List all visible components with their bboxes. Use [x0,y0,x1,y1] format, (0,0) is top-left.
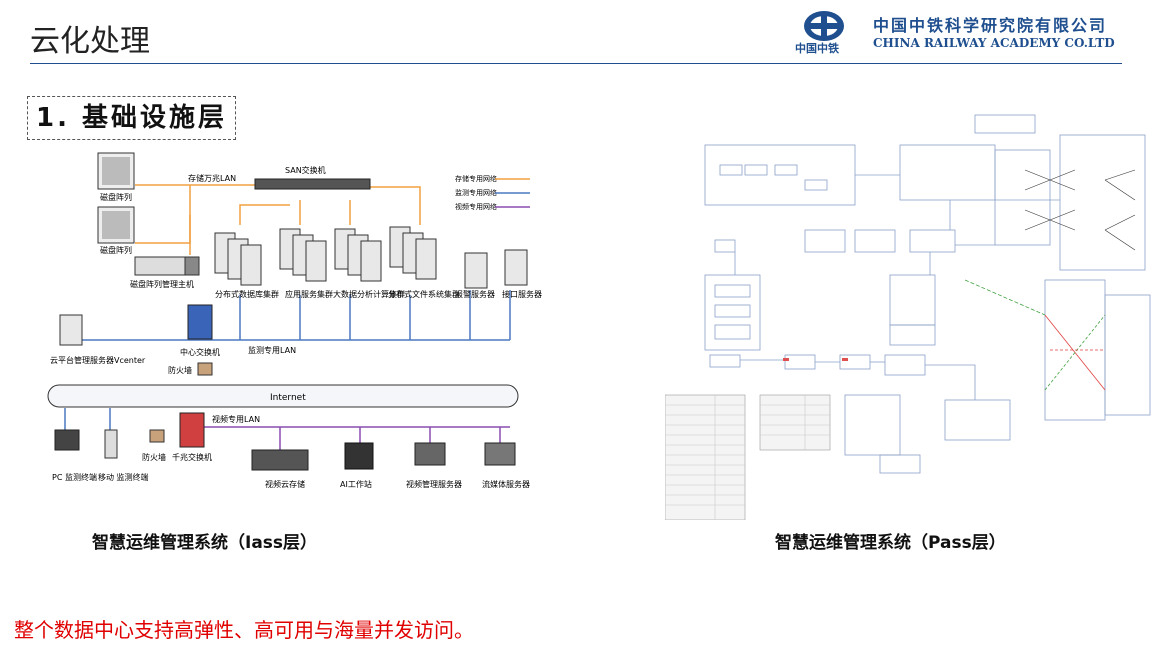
monitor-lan-label: 监测专用LAN [248,345,296,355]
device-label: AI工作站 [340,479,372,489]
terminal-label: PC 监测终端 [52,472,97,482]
company-name-cn: 中国中铁科学研究院有限公司 [873,16,1108,35]
core-switch-icon [187,304,213,340]
gig-switch-label: 千兆交换机 [172,452,212,462]
pc-icon [54,429,80,451]
footer-note: 整个数据中心支持高弹性、高可用与海量并发访问。 [14,618,474,642]
device-label: 视频云存储 [265,479,305,489]
paas-caption: 智慧运维管理系统（Pass层） [775,533,1006,553]
legend-item: 视频专用网络 [455,202,497,211]
disk-array-label: 磁盘阵列 [100,192,132,202]
cluster-label: 应用服务集群 [285,289,333,299]
company-name-en: CHINA RAILWAY ACADEMY CO.LTD [873,36,1115,50]
video-server-icon [414,442,446,466]
internet-bus [47,384,519,408]
firewall-icon [197,362,213,376]
legend-item: 监测专用网络 [455,188,497,197]
ai-workstation-icon [344,442,374,470]
page-title: 云化处理 [30,24,150,59]
gigabit-switch-icon [179,412,205,448]
server-cluster-icon [214,226,528,289]
storage-lan-label: 存储万兆LAN [188,173,236,183]
video-lan-label: 视频专用LAN [212,414,260,424]
cluster-label: 分布式数据库集群 [215,289,279,299]
server-label: 接口服务器 [502,289,542,299]
core-switch-label: 中心交换机 [180,347,220,357]
server-label: 报警服务器 [455,289,495,299]
device-label: 流媒体服务器 [482,479,530,489]
firewall-icon [149,429,165,443]
cluster-label: 分布式文件系统集群 [388,289,460,299]
header-divider [30,63,1122,64]
san-switch-icon [254,178,371,190]
terminal-label: 移动 监测终端 [98,472,149,482]
firewall-label: 防火墙 [142,452,166,462]
mobile-icon [104,429,118,459]
company-logo [804,11,844,41]
device-label: 视频管理服务器 [406,479,462,489]
section-heading: 1. 基础设施层 [27,96,237,140]
iaas-caption: 智慧运维管理系统（Iass层） [92,533,318,553]
cloud-server-label: 云平台管理服务器Vcenter [50,355,146,365]
paas-architecture-diagram [665,114,1151,520]
logo-text: 中国中铁 [795,42,839,55]
server-icon [134,256,186,276]
server-icon [59,314,83,346]
video-storage-icon [251,449,309,471]
cluster-label: 大数据分析计算集群 [333,289,405,299]
stream-server-icon [484,442,516,466]
san-label: SAN交换机 [285,165,326,175]
disk-host-label: 磁盘阵列管理主机 [130,279,194,289]
firewall-label: 防火墙 [168,365,192,375]
disk-array-label: 磁盘阵列 [100,245,132,255]
internet-label: Internet [270,393,306,403]
legend-item: 存储专用网络 [455,174,497,183]
disk-array-icon [97,152,135,244]
iaas-network-diagram: 磁盘阵列 磁盘阵列 磁盘阵列管理主机 SAN交换机 存储万兆LAN 存储专用网络… [47,152,542,489]
